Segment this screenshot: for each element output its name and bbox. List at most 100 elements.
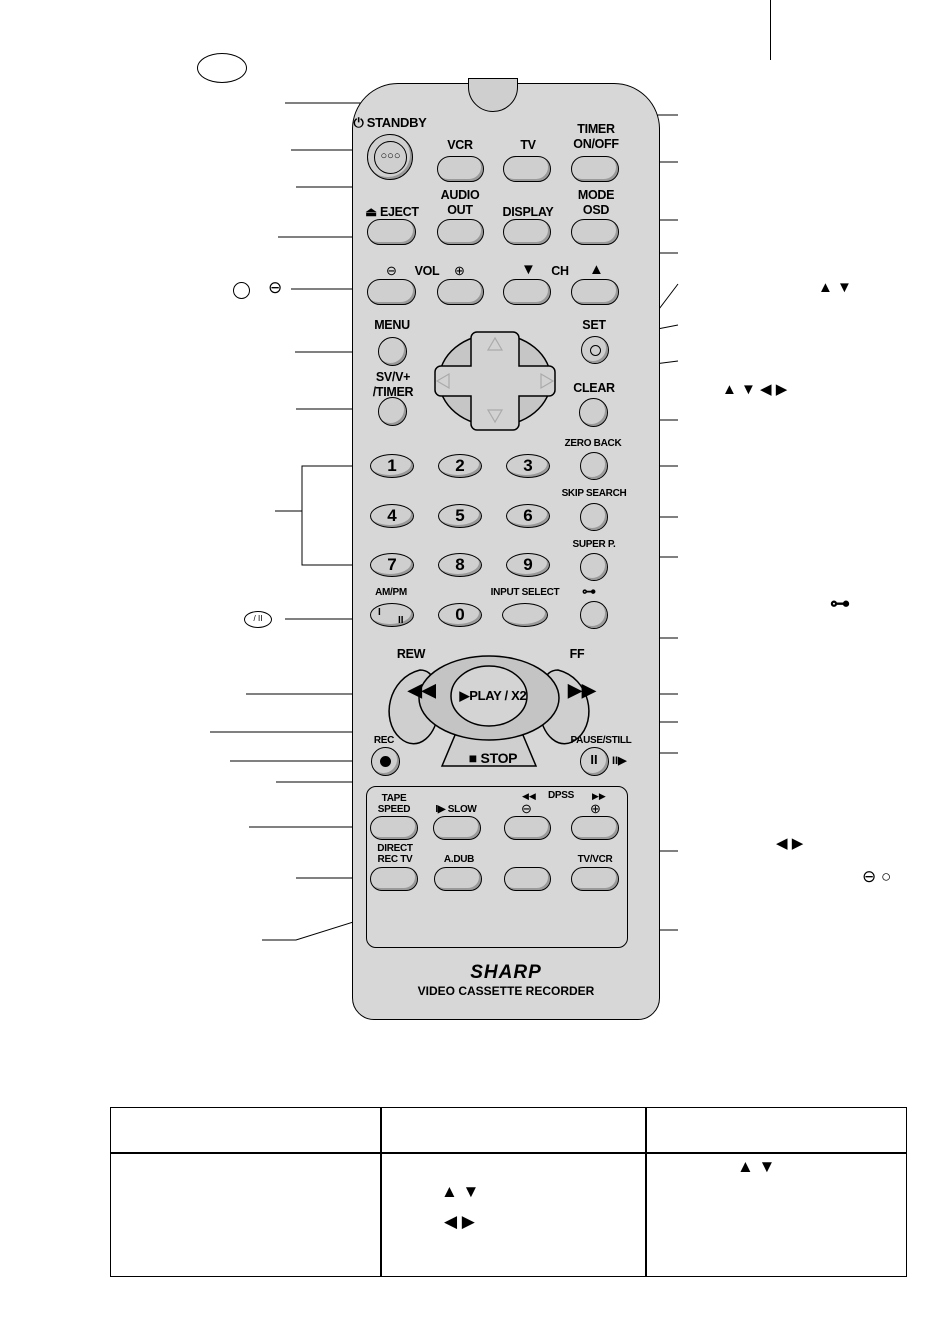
table-up-down-icon-2: ▲ ▼ bbox=[737, 1157, 776, 1176]
ff-label: FF bbox=[569, 647, 585, 661]
tv-label: TV bbox=[520, 138, 536, 152]
standby-button[interactable]: ○○○ bbox=[367, 134, 413, 180]
pause-icon: II bbox=[590, 752, 598, 767]
vcr-button[interactable] bbox=[437, 156, 484, 182]
ff-button[interactable] bbox=[545, 678, 590, 723]
ch-label: CH bbox=[551, 264, 569, 278]
super-p-button[interactable] bbox=[580, 553, 608, 581]
ch-up-icon: ▲ bbox=[589, 261, 604, 278]
display-label: DISPLAY bbox=[502, 205, 554, 219]
vol-label: VOL bbox=[414, 264, 440, 278]
ch-up-button[interactable] bbox=[571, 279, 619, 305]
up-down-arrows-icon: ▲ ▼ bbox=[818, 279, 852, 296]
dpss-plus-button[interactable] bbox=[571, 816, 619, 840]
table-column-divider bbox=[380, 1107, 382, 1277]
number-0-button[interactable]: 0 bbox=[438, 603, 482, 627]
slow-button[interactable] bbox=[433, 816, 481, 840]
timer-onoff-button[interactable] bbox=[571, 156, 619, 182]
number-5-button[interactable]: 5 bbox=[438, 504, 482, 528]
language-badge bbox=[197, 53, 247, 83]
display-button[interactable] bbox=[503, 219, 551, 245]
standby-dots-icon: ○○○ bbox=[374, 141, 407, 174]
zero-back-button[interactable] bbox=[580, 452, 608, 480]
rew-label: REW bbox=[396, 647, 426, 661]
dpad-left-icon bbox=[435, 372, 450, 390]
number-7-button[interactable]: 7 bbox=[370, 553, 414, 577]
dpss-plus-icon: ⊕ bbox=[590, 801, 601, 816]
skip-search-label: SKIP SEARCH bbox=[561, 488, 627, 499]
clear-button[interactable] bbox=[579, 398, 608, 427]
number-2-button[interactable]: 2 bbox=[438, 454, 482, 478]
skip-search-button[interactable] bbox=[580, 503, 608, 531]
audio-out-label: AUDIO OUT bbox=[440, 188, 480, 217]
vol-minus-icon: ⊖ bbox=[386, 263, 397, 278]
tv-button[interactable] bbox=[503, 156, 551, 182]
pause-still-label: PAUSE/STILL bbox=[570, 735, 632, 746]
sv-timer-label: SV/V+ /TIMER bbox=[372, 370, 414, 399]
menu-label: MENU bbox=[374, 318, 410, 332]
ch-down-button[interactable] bbox=[503, 279, 551, 305]
minus-circle-icon: ⊖ bbox=[268, 278, 283, 297]
tape-speed-button[interactable] bbox=[370, 816, 418, 840]
plus-circle-icon bbox=[233, 282, 250, 299]
menu-button[interactable] bbox=[378, 337, 407, 366]
tv-vcr-button[interactable] bbox=[571, 867, 619, 891]
number-4-button[interactable]: 4 bbox=[370, 504, 414, 528]
dpad-up-icon bbox=[486, 336, 504, 351]
number-1-button[interactable]: 1 bbox=[370, 454, 414, 478]
clear-label: CLEAR bbox=[573, 381, 615, 395]
child-lock-button[interactable] bbox=[580, 601, 608, 629]
top-rule bbox=[770, 0, 771, 60]
sv-timer-button[interactable] bbox=[378, 397, 407, 426]
am-pm-label: AM/PM bbox=[375, 587, 407, 598]
audio-out-button[interactable] bbox=[437, 219, 484, 245]
summary-table bbox=[110, 1107, 907, 1277]
eject-button[interactable] bbox=[367, 219, 416, 245]
timer-onoff-label: TIMER ON/OFF bbox=[573, 122, 619, 151]
rec-button[interactable] bbox=[371, 747, 400, 776]
stop-button[interactable]: ■ STOP bbox=[468, 750, 518, 766]
a-dub-button[interactable] bbox=[434, 867, 482, 891]
frame-advance-icon: II▶ bbox=[612, 755, 627, 767]
set-button[interactable] bbox=[581, 336, 609, 364]
dpss-minus-button[interactable] bbox=[504, 816, 551, 840]
record-dot-icon bbox=[380, 756, 391, 767]
four-way-arrows-icon: ▲ ▼ ◀ ▶ bbox=[722, 381, 788, 398]
play-x2-button[interactable]: ▶PLAY / X2 bbox=[459, 688, 527, 703]
vol-up-button[interactable] bbox=[437, 279, 484, 305]
a-dub-label: A.DUB bbox=[443, 854, 475, 865]
eject-label: ⏏ EJECT bbox=[365, 205, 419, 219]
dpss-rewind-icon: ◀◀ bbox=[522, 791, 536, 801]
fast-forward-icon: ▶▶ bbox=[567, 680, 597, 700]
key-icon: ⊶ bbox=[830, 593, 850, 615]
mode-osd-button[interactable] bbox=[571, 219, 619, 245]
dpss-label: DPSS bbox=[547, 790, 575, 801]
direction-pad[interactable] bbox=[420, 328, 570, 432]
ch-down-icon: ▼ bbox=[521, 261, 536, 278]
vcr-label: VCR bbox=[447, 138, 473, 152]
dpss-arrows-icon: ◀ ▶ bbox=[776, 835, 804, 852]
dpss-minus-icon: ⊖ bbox=[521, 801, 532, 816]
number-3-button[interactable]: 3 bbox=[506, 454, 550, 478]
number-8-button[interactable]: 8 bbox=[438, 553, 482, 577]
standby-label: ⏻ STANDBY bbox=[353, 115, 427, 130]
table-left-right-icon: ◀ ▶ bbox=[444, 1212, 475, 1231]
rew-button[interactable] bbox=[390, 678, 435, 723]
lower-button-panel bbox=[366, 786, 628, 948]
dpad-right-icon bbox=[540, 372, 555, 390]
table-header-divider bbox=[110, 1152, 907, 1154]
dpss-forward-icon: ▶▶ bbox=[592, 791, 606, 801]
input-select-button[interactable] bbox=[502, 603, 548, 627]
number-6-button[interactable]: 6 bbox=[506, 504, 550, 528]
number-9-button[interactable]: 9 bbox=[506, 553, 550, 577]
direct-rec-tv-button[interactable] bbox=[370, 867, 418, 891]
vol-down-button[interactable] bbox=[367, 279, 416, 305]
blank-button[interactable] bbox=[504, 867, 551, 891]
pause-still-button[interactable]: II bbox=[580, 747, 609, 776]
direct-rec-tv-label: DIRECT REC TV bbox=[377, 843, 413, 865]
set-label: SET bbox=[582, 318, 606, 332]
tape-speed-label: TAPE SPEED bbox=[377, 793, 411, 815]
table-up-down-icon: ▲ ▼ bbox=[441, 1182, 480, 1201]
slow-label: I▶ SLOW bbox=[435, 804, 477, 815]
